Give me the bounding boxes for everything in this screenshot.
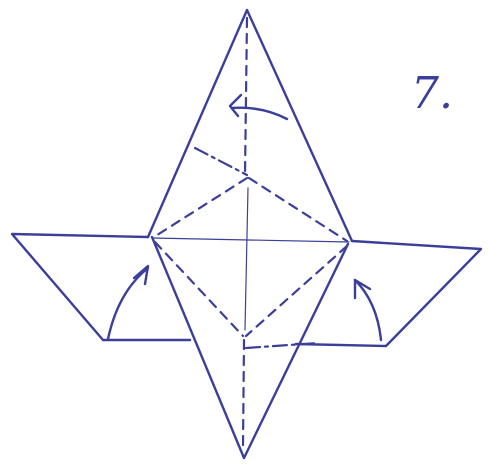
- dashdot-line-lower: [246, 343, 318, 348]
- step-number-label: 7.: [411, 72, 453, 116]
- dashdot-line-upper: [195, 148, 247, 175]
- upper-left-edge: [148, 10, 352, 241]
- top-fold-arrow: [232, 108, 287, 119]
- upper-right-dash: [249, 178, 347, 241]
- lower-left-dash: [155, 242, 243, 336]
- lower-right-dash: [246, 246, 347, 336]
- left-flap-outline: [12, 234, 190, 340]
- upper-left-dash: [154, 178, 247, 237]
- lower-vertical-dash: [243, 340, 244, 446]
- top-arrow-head: [230, 95, 241, 116]
- dashed-fold-lines: [154, 18, 347, 446]
- vertical-crease: [245, 188, 248, 330]
- center-vertical-dash: [245, 18, 247, 175]
- left-fold-arrow: [108, 268, 148, 339]
- horizontal-crease: [152, 238, 349, 242]
